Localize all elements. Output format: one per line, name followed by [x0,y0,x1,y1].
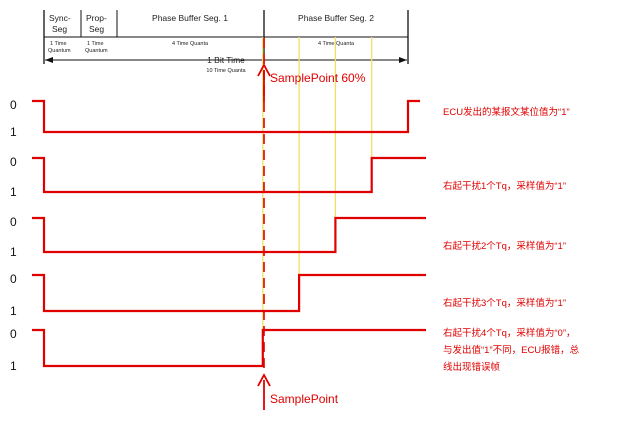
phase-seg1-label: Phase Buffer Seg. 1 [152,13,228,23]
waveform-note: 右起干扰3个Tq，采样值为“1” [443,297,566,309]
prop-seg-label-line1: Prop- [86,13,107,23]
waveform-note: 右起干扰4个Tq，采样值为“0”， [443,327,575,339]
prop-seg-label-line2: Seg [89,24,104,34]
sync-seg-sub-line1: 1 Time [50,41,67,47]
level-label-low: 1 [10,359,17,373]
sync-seg-label-line1: Sync- [49,13,71,23]
sync-seg-label-line2: Seg [52,24,67,34]
top-arrow-head [257,63,271,77]
level-label-high: 0 [10,272,17,286]
level-label-high: 0 [10,327,17,341]
bit-timing-header: Sync- Seg 1 Time Quantum Prop- Seg 1 Tim… [43,10,409,74]
level-label-high: 0 [10,155,17,169]
bit-time-sub: 10 Time Quanta [206,68,246,74]
phase-seg1-sub: 4 Time Quanta [172,41,209,47]
phase-seg2-sub: 4 Time Quanta [318,41,355,47]
sample-point-marker: SamplePoint 60% SamplePoint [257,38,366,410]
waveforms: 0 1 ECU发出的某报文某位值为“1” 0 1 右起干扰1个Tq，采样值为“1” 0 1 右起… [10,98,580,373]
level-label-low: 1 [10,304,17,318]
sync-seg-sub-line2: Quantum [48,48,71,54]
waveform-row: 0 1 ECU发出的某报文某位值为“1” [10,98,570,139]
waveform-row: 0 1 右起干扰2个Tq，采样值为“1” [10,215,566,259]
bit-time-label: 1 Bit Time [207,55,245,65]
signal-trace [32,156,426,194]
waveform-row: 0 1 右起干扰1个Tq，采样值为“1” [10,155,566,199]
signal-trace [32,328,426,368]
sample-point-top-label: SamplePoint 60% [270,71,366,85]
phase-seg2-label: Phase Buffer Seg. 2 [298,13,374,23]
level-label-low: 1 [10,245,17,259]
waveform-note: 右起干扰1个Tq，采样值为“1” [443,180,566,192]
level-label-low: 1 [10,125,17,139]
prop-seg-sub-line1: 1 Time [87,41,104,47]
sample-point-bottom-label: SamplePoint [270,392,339,406]
waveform-note: 与发出值“1”不同，ECU报错，总 [443,344,580,356]
waveform-note: 右起干扰2个Tq，采样值为“1” [443,240,566,252]
quanta-guide-lines [262,37,373,330]
level-label-low: 1 [10,185,17,199]
waveform-note: ECU发出的某报文某位值为“1” [443,106,570,118]
level-label-high: 0 [10,98,17,112]
signal-trace [32,216,426,254]
level-label-high: 0 [10,215,17,229]
prop-seg-sub-line2: Quantum [85,48,108,54]
bottom-arrow-head [257,373,271,387]
waveform-note: 线出现错误帧 [443,361,501,373]
signal-trace [32,273,426,313]
signal-trace [32,99,420,134]
waveform-row: 0 1 右起干扰3个Tq，采样值为“1” [10,272,566,318]
waveform-row: 0 1 右起干扰4个Tq，采样值为“0”， 与发出值“1”不同，ECU报错，总线出现错… [10,327,580,373]
